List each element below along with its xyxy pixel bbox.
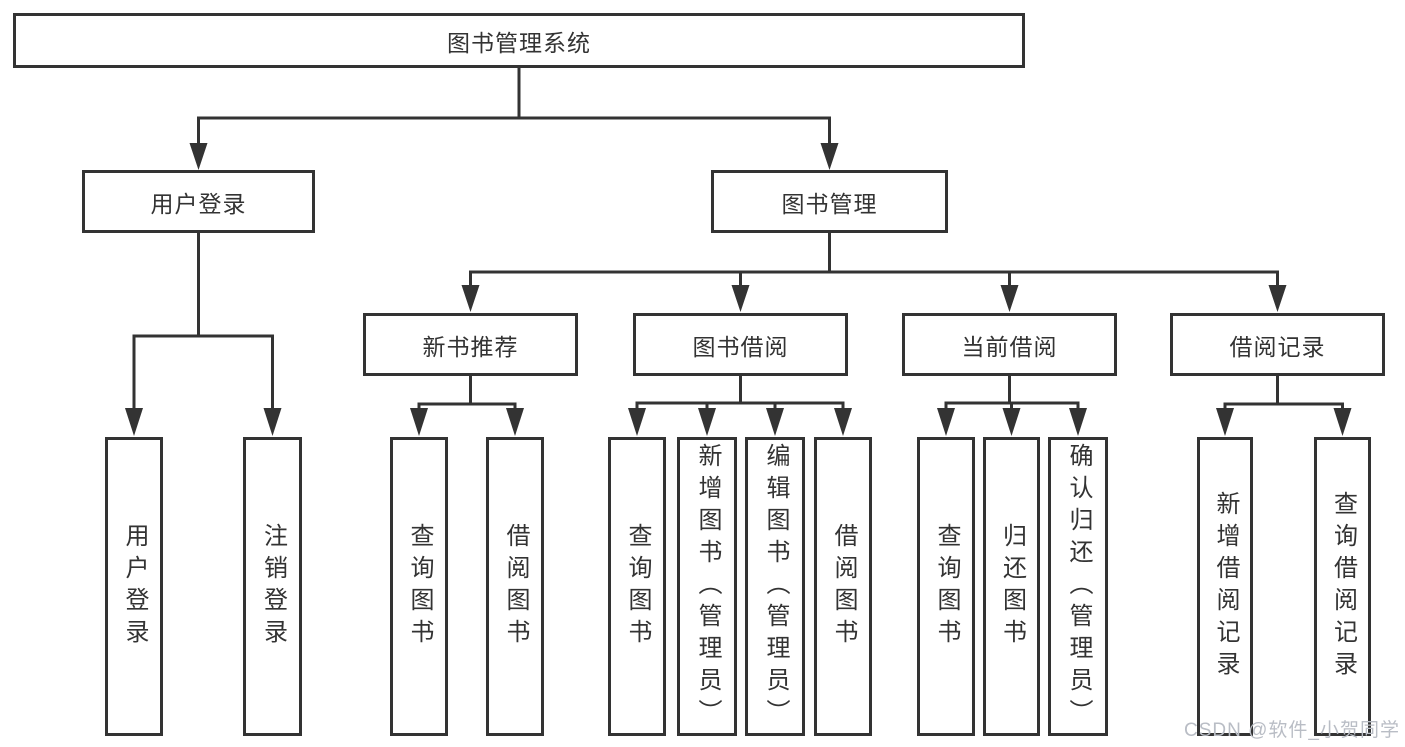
node-user-login: 用户登录 [82, 170, 315, 233]
arrowheads [125, 143, 1352, 436]
leaf-query-books-recommend: 查询图书 [390, 437, 448, 736]
leaf-borrow-books-recommend: 借阅图书 [486, 437, 544, 736]
node-borrow-records-label: 借阅记录 [1229, 333, 1326, 360]
leaf-add-book-admin: 新增图书（管理员） [677, 437, 737, 736]
node-root-label: 图书管理系统 [447, 29, 591, 56]
node-current-borrow-label: 当前借阅 [961, 333, 1058, 360]
csdn-watermark: CSDN @软件_小贺同学 [1184, 720, 1400, 741]
node-current-borrow: 当前借阅 [902, 313, 1117, 376]
leaf-query-books-borrow: 查询图书 [608, 437, 666, 736]
leaf-borrow-books-borrow: 借阅图书 [814, 437, 872, 736]
leaf-confirm-return-admin: 确认归还（管理员） [1048, 437, 1108, 736]
leaf-return-book: 归还图书 [983, 437, 1040, 736]
leaf-user-login: 用户登录 [105, 437, 163, 736]
node-user-login-label: 用户登录 [150, 190, 247, 217]
leaf-query-books-current: 查询图书 [917, 437, 975, 736]
leaf-logout: 注销登录 [243, 437, 302, 736]
node-new-book-recommend: 新书推荐 [363, 313, 578, 376]
node-root: 图书管理系统 [13, 13, 1025, 68]
leaf-edit-book-admin: 编辑图书（管理员） [745, 437, 805, 736]
node-borrow-records: 借阅记录 [1170, 313, 1385, 376]
node-book-borrow-label: 图书借阅 [692, 333, 789, 360]
node-new-book-recommend-label: 新书推荐 [422, 333, 519, 360]
node-book-borrow: 图书借阅 [633, 313, 848, 376]
node-book-management: 图书管理 [711, 170, 948, 233]
leaf-add-borrow-record: 新增借阅记录 [1197, 437, 1253, 736]
leaf-query-borrow-record: 查询借阅记录 [1314, 437, 1371, 736]
node-book-management-label: 图书管理 [781, 190, 878, 217]
